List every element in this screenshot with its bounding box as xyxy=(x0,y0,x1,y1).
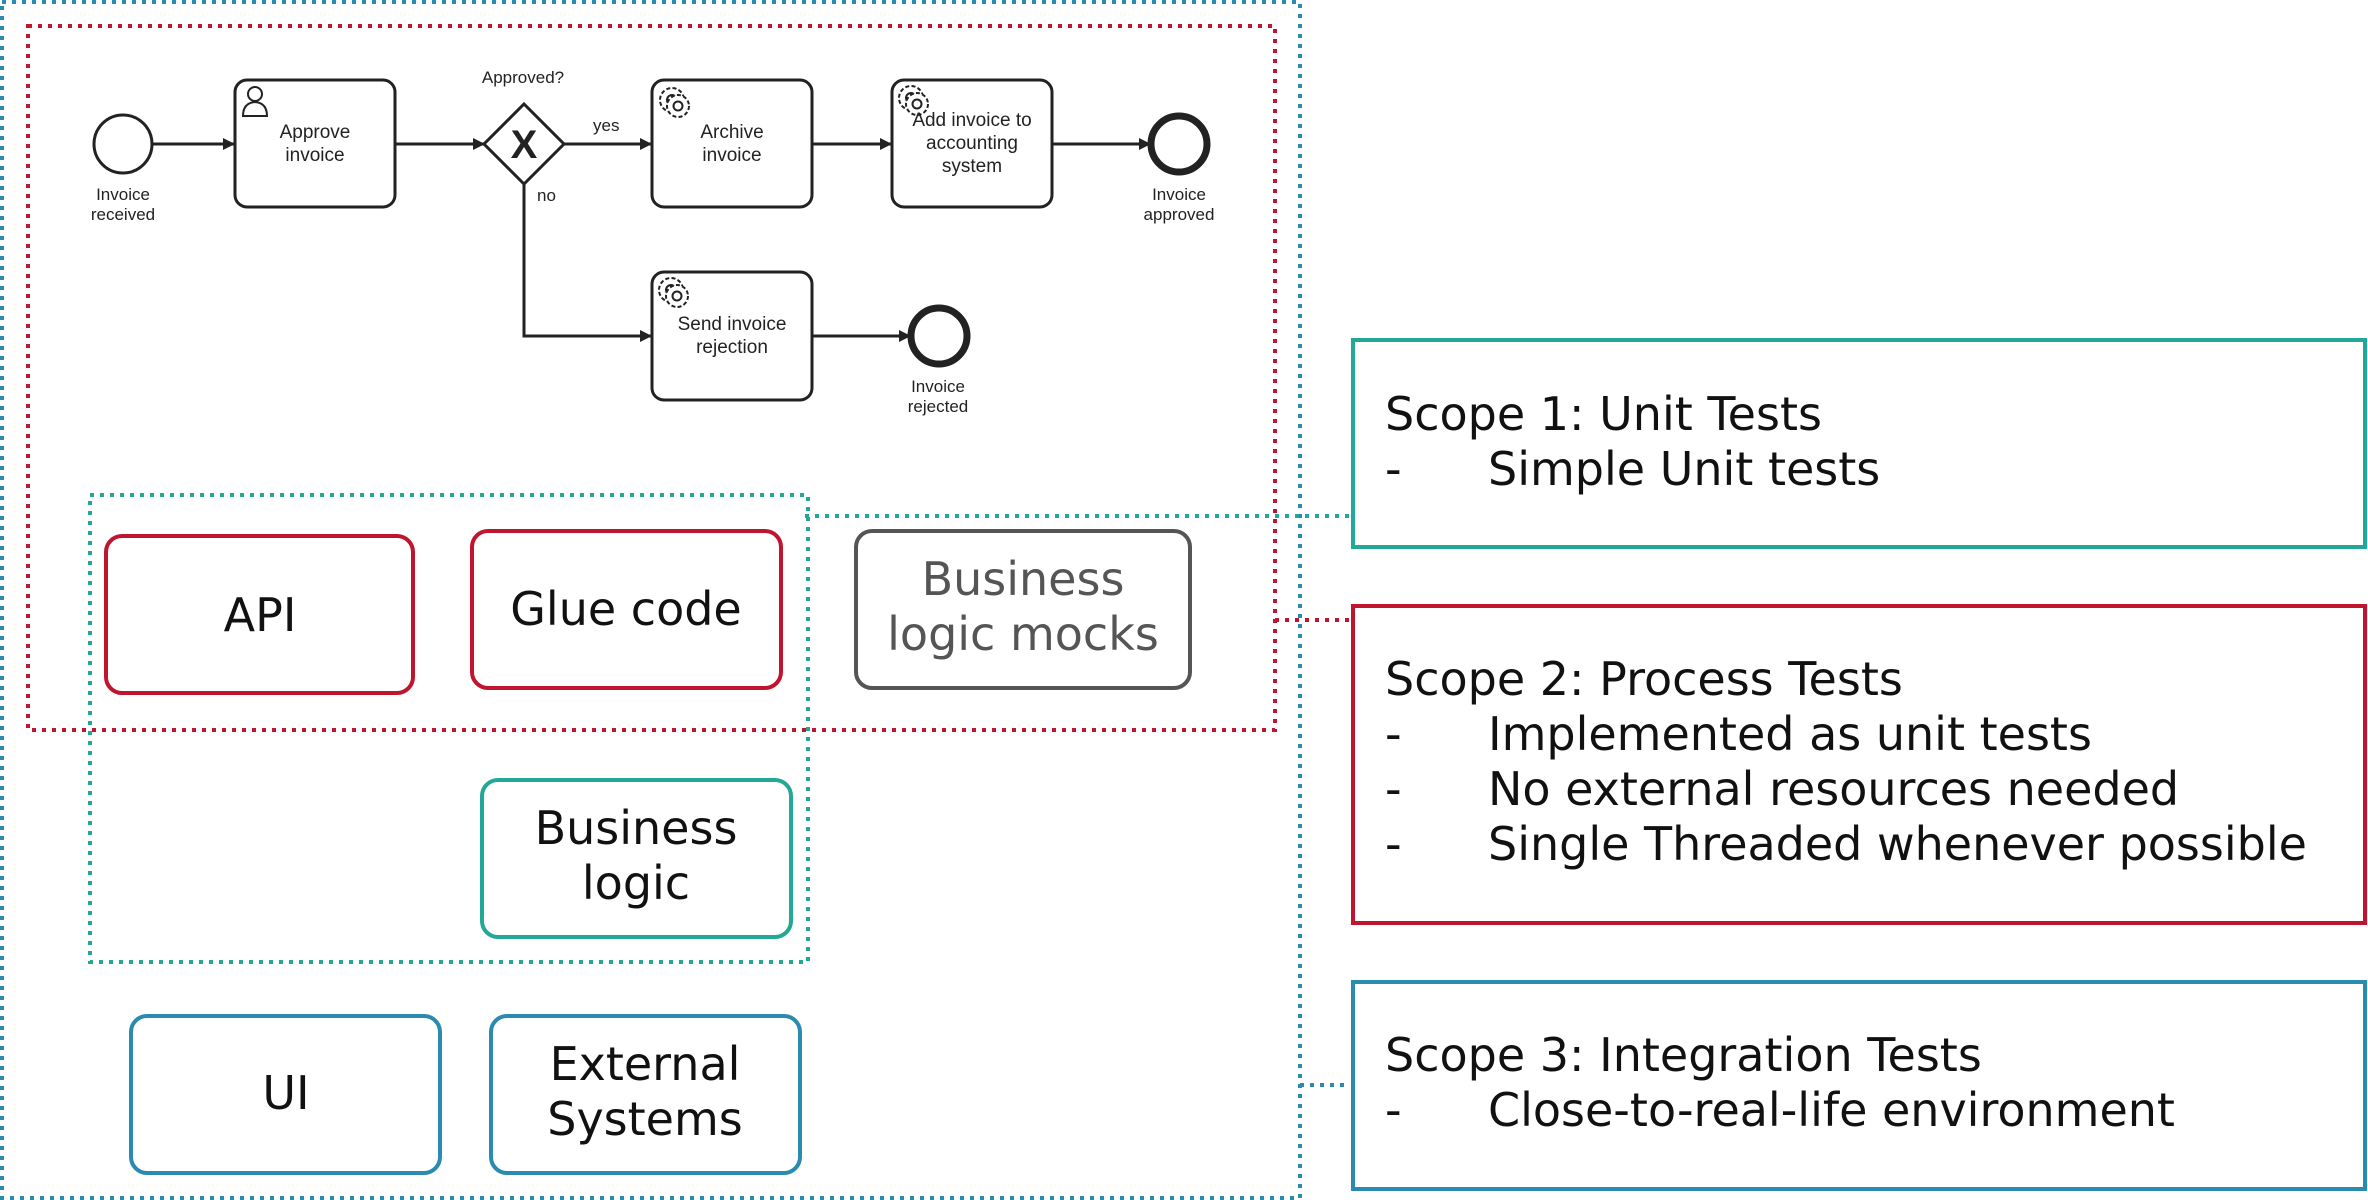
gear-icon xyxy=(658,277,689,308)
start-event-label-1: Invoice xyxy=(96,185,150,204)
business-logic-box[interactable] xyxy=(480,778,793,939)
scope3-card xyxy=(1351,980,2367,1191)
gateway-label: Approved? xyxy=(482,68,564,87)
task-approve-label-1: Approve xyxy=(280,122,351,143)
flow-no-label: no xyxy=(537,186,556,205)
user-icon xyxy=(241,86,269,117)
task-add-label-1: Add invoice to xyxy=(912,110,1031,131)
start-event xyxy=(92,113,154,175)
bullet-marker: - xyxy=(1385,442,1402,496)
end-event-approved xyxy=(1147,112,1211,176)
external-systems-label-2: Systems xyxy=(547,1092,743,1146)
task-add-label-2: accounting xyxy=(926,133,1018,154)
task-archive-label-2: invoice xyxy=(702,145,761,166)
task-archive-label-1: Archive xyxy=(700,122,763,143)
bpmn-process: Invoice received Approve invoice X Appro… xyxy=(91,68,1215,416)
scope2-card xyxy=(1351,604,2367,925)
task-add-label-3: system xyxy=(942,156,1002,177)
task-send-label-2: rejection xyxy=(696,337,768,358)
scope2-bullet-2: No external resources needed xyxy=(1488,762,2179,816)
components: API Glue code Business logic mocks Busin… xyxy=(104,529,1192,1175)
external-systems-label-1: External xyxy=(550,1037,741,1091)
task-send-label-1: Send invoice xyxy=(678,314,787,335)
mocks-label-2: logic mocks xyxy=(887,607,1159,661)
bullet-marker: - xyxy=(1385,707,1402,761)
gateway-marker: X xyxy=(511,123,538,167)
business-logic-mocks-box[interactable] xyxy=(854,529,1192,690)
start-event-label-2: received xyxy=(91,205,155,224)
scope2-bullet-1: Implemented as unit tests xyxy=(1488,707,2092,761)
end-event-rejected xyxy=(907,304,971,368)
scope1-bullet-1: Simple Unit tests xyxy=(1488,442,1880,496)
mocks-label-1: Business xyxy=(922,552,1125,606)
flow-yes-label: yes xyxy=(593,116,619,135)
scope3-bullet-1: Close-to-real-life environment xyxy=(1488,1083,2175,1137)
external-systems-box[interactable] xyxy=(489,1014,802,1175)
scope2-title: Scope 2: Process Tests xyxy=(1385,652,1903,706)
scope1-title: Scope 1: Unit Tests xyxy=(1385,387,1822,441)
business-logic-label-1: Business xyxy=(535,801,738,855)
scope1-boundary xyxy=(88,493,810,964)
scope3-title: Scope 3: Integration Tests xyxy=(1385,1028,1982,1082)
end-rejected-label-1: Invoice xyxy=(911,377,965,396)
scope-cards: Scope 1: Unit Tests - Simple Unit tests … xyxy=(1351,338,2367,1191)
ui-box[interactable] xyxy=(129,1014,442,1175)
task-approve-label-2: invoice xyxy=(285,145,344,166)
bullet-marker: - xyxy=(1385,817,1402,871)
scope3-boundary xyxy=(0,0,1302,1200)
api-box[interactable] xyxy=(104,534,415,695)
gear-icon xyxy=(659,87,690,118)
flow-no xyxy=(522,184,652,342)
gear-icon xyxy=(898,85,929,116)
ui-label: UI xyxy=(262,1066,309,1120)
glue-code-box[interactable] xyxy=(470,529,783,690)
glue-code-label: Glue code xyxy=(510,582,741,636)
api-label: API xyxy=(224,588,297,642)
bullet-marker: - xyxy=(1385,762,1402,816)
business-logic-label-2: logic xyxy=(582,856,690,910)
end-approved-label-1: Invoice xyxy=(1152,185,1206,204)
bullet-marker: - xyxy=(1385,1083,1402,1137)
end-approved-label-2: approved xyxy=(1144,205,1215,224)
scope1-card xyxy=(1351,338,2367,549)
end-rejected-label-2: rejected xyxy=(908,397,968,416)
scope2-bullet-3: Single Threaded whenever possible xyxy=(1488,817,2307,871)
scope2-boundary xyxy=(26,24,1277,732)
